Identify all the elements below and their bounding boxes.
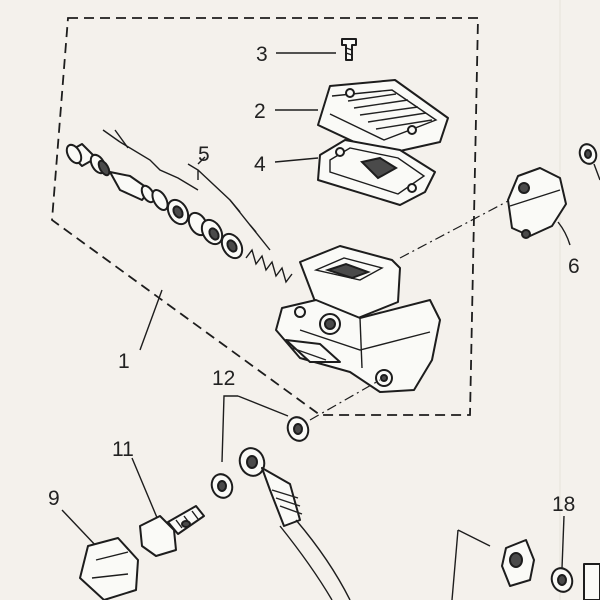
callout-5: 5	[198, 143, 210, 166]
callout-6: 6	[568, 255, 580, 278]
part-9-boot	[61, 509, 139, 600]
assembly-boundary	[51, 17, 479, 416]
part-3-screw	[276, 38, 357, 61]
callout-9: 9	[48, 487, 60, 510]
callout-2: 2	[254, 100, 266, 123]
callout-labels: 1 2 3 4 5 6 9 11 12 18	[48, 43, 580, 516]
brake-hose	[238, 447, 351, 600]
part-11-union-bolt	[131, 457, 205, 557]
callout-3: 3	[256, 43, 268, 66]
part-6-holder	[507, 167, 571, 246]
callout-18: 18	[552, 493, 575, 516]
part-1-master-cylinder-body	[139, 199, 511, 421]
part-4-diaphragm	[274, 139, 436, 206]
part-2-reservoir-cap	[275, 79, 449, 156]
callout-12: 12	[212, 367, 235, 390]
part-5-piston-kit	[65, 129, 293, 284]
callout-11: 11	[112, 438, 134, 461]
part-12-washers	[210, 395, 310, 499]
callout-4: 4	[254, 153, 266, 176]
callout-1: 1	[118, 350, 130, 373]
edge-washer	[578, 143, 600, 181]
part-18-collar	[451, 515, 600, 600]
